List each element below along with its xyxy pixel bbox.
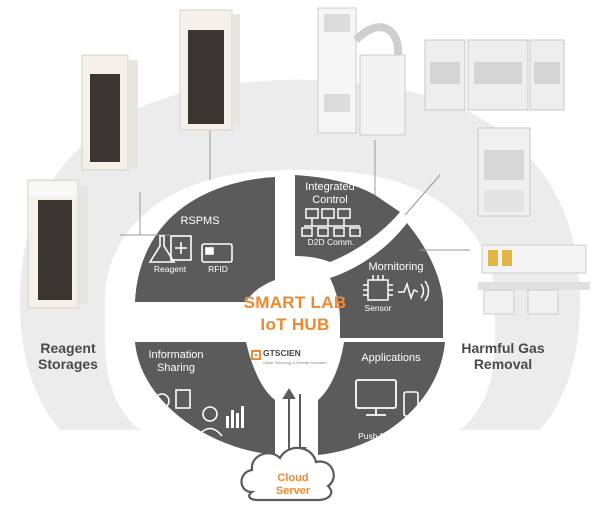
- segment-information-sharing: [135, 342, 275, 455]
- rfid-label: RFID: [208, 264, 228, 274]
- connector-line: [404, 174, 441, 216]
- monitoring-title: Mornitoring: [368, 261, 424, 273]
- reagent-storages-label: Reagent Storages: [28, 340, 108, 372]
- harmful-gas-removal-label-line1: Harmful Gas: [461, 340, 545, 356]
- information-sharing-title: Information Sharing: [140, 349, 212, 374]
- sensor-label: Sensor: [364, 303, 392, 313]
- information-sharing-title-line2: Sharing: [157, 361, 195, 374]
- d2d-comm-label: D2D Comm.: [307, 237, 355, 247]
- reagent-storages-label-line2: Storages: [38, 356, 98, 373]
- cloud-server-label-line1: Cloud: [277, 472, 309, 484]
- reagent-storages-label-line1: Reagent: [40, 340, 96, 356]
- push-notification-label: Push Notification: [358, 431, 422, 441]
- lab-bench-icon: [478, 244, 590, 315]
- reagent-cabinet-1-icon: [27, 179, 88, 309]
- cloud-server-label-line2: Server: [275, 484, 311, 497]
- information-sharing-title-line1: Information: [148, 349, 204, 361]
- reagent-cabinet-3-icon: [179, 9, 240, 131]
- cloud-icon: [240, 446, 335, 502]
- smartphone-icon: [403, 391, 419, 417]
- segment-rspms: [135, 177, 275, 302]
- reagent-label: Reagent: [153, 264, 187, 274]
- integrated-control-title-line2: Control: [312, 193, 348, 206]
- rfid-card-icon: [201, 243, 233, 263]
- network-icon: [301, 208, 361, 237]
- gtscien-logo-tagline: Global Technology & Scientific Innovatio…: [263, 361, 328, 365]
- segment-applications: [318, 342, 445, 455]
- hub-title-line1: SMART LAB: [243, 293, 347, 312]
- sensor-chip-icon: [363, 275, 393, 301]
- fume-hood-row-icon: [424, 39, 565, 111]
- rspms-title: RSPMS: [180, 215, 220, 227]
- gas-filter-unit-icon: [317, 7, 406, 136]
- applications-title: Applications: [361, 352, 421, 364]
- integrated-control-title-line1: Integrated: [305, 181, 355, 193]
- fume-hood-icon: [477, 127, 531, 217]
- hub-title-line2: IoT HUB: [260, 315, 330, 334]
- harmful-gas-removal-label: Harmful Gas Removal: [453, 340, 553, 372]
- integrated-control-title: Integrated Control: [295, 181, 365, 206]
- user-label: User: [201, 439, 219, 449]
- cloud-server-label: Cloud Server: [258, 472, 328, 497]
- reagent-bottle-icon: [148, 235, 192, 263]
- signal-wave-icon: [398, 280, 430, 302]
- background-arch: [20, 85, 230, 430]
- gtscien-logo-icon: [251, 350, 261, 360]
- user-icon: [197, 406, 223, 437]
- harmful-gas-removal-label-line2: Removal: [473, 356, 533, 373]
- monitor-icon: [355, 379, 397, 416]
- reagent-cabinet-2-icon: [81, 54, 138, 171]
- manager-label: Manager: [148, 424, 182, 434]
- gtscien-logo-text: GTSCIEN: [263, 348, 301, 358]
- bar-chart-icon: [226, 406, 244, 428]
- manager-icon: [149, 389, 191, 423]
